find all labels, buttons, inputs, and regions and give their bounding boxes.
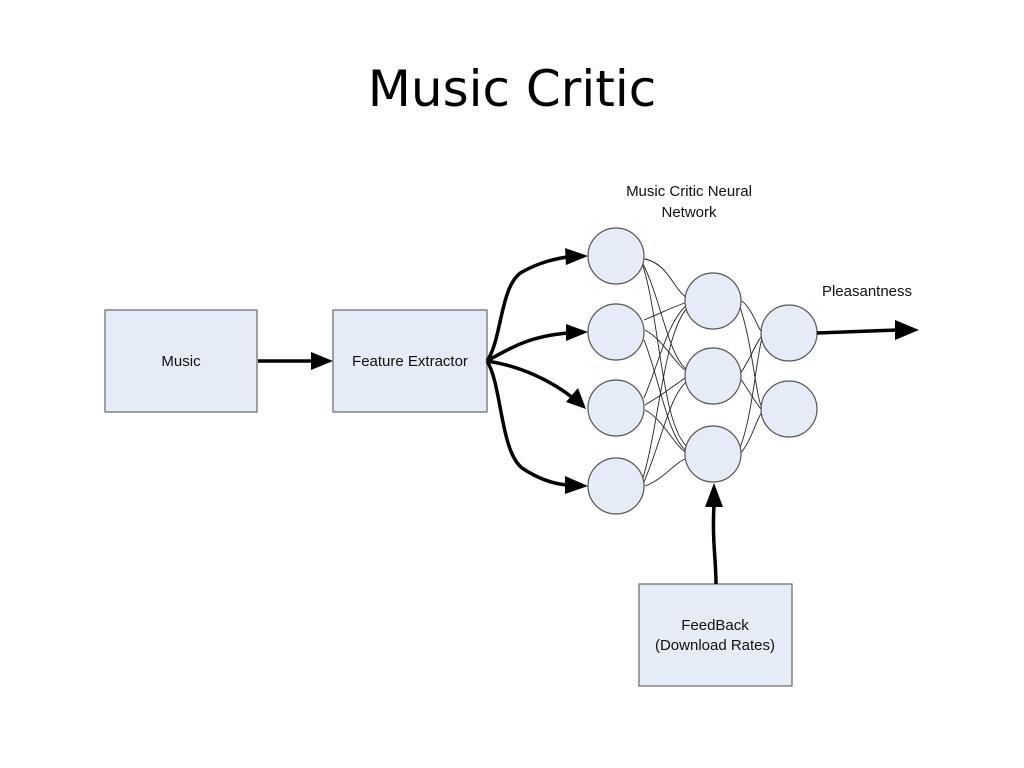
hidden-neuron xyxy=(684,272,742,330)
network-title-line2: Network xyxy=(661,204,717,221)
hidden-layer xyxy=(684,272,742,483)
feedback-label-line1: FeedBack xyxy=(681,617,749,634)
output-neuron xyxy=(760,380,818,438)
input-neuron xyxy=(587,379,645,437)
feature-extractor-box xyxy=(332,309,488,413)
output-label: Pleasantness xyxy=(822,283,912,300)
music-to-extractor-arrow xyxy=(258,352,333,370)
input-neuron xyxy=(587,227,645,285)
output-layer xyxy=(760,304,818,438)
music-box-label: Music xyxy=(161,353,201,370)
music-box xyxy=(104,309,258,413)
network-title-line1: Music Critic Neural xyxy=(626,183,752,200)
hidden-output-connections xyxy=(738,299,763,455)
output-neuron xyxy=(760,304,818,362)
feedback-box xyxy=(638,583,793,687)
feature-extractor-label: Feature Extractor xyxy=(352,353,468,370)
input-hidden-connections xyxy=(639,257,693,487)
hidden-neuron xyxy=(684,425,742,483)
feedback-label-line2: (Download Rates) xyxy=(655,637,775,654)
input-neuron xyxy=(587,457,645,515)
input-layer xyxy=(587,227,645,515)
feedback-arrow xyxy=(705,483,723,585)
extractor-to-input-arrows xyxy=(485,248,588,494)
input-neuron xyxy=(587,303,645,361)
output-arrow xyxy=(816,320,919,340)
slide-title: Music Critic xyxy=(367,60,657,118)
hidden-neuron xyxy=(684,347,742,405)
